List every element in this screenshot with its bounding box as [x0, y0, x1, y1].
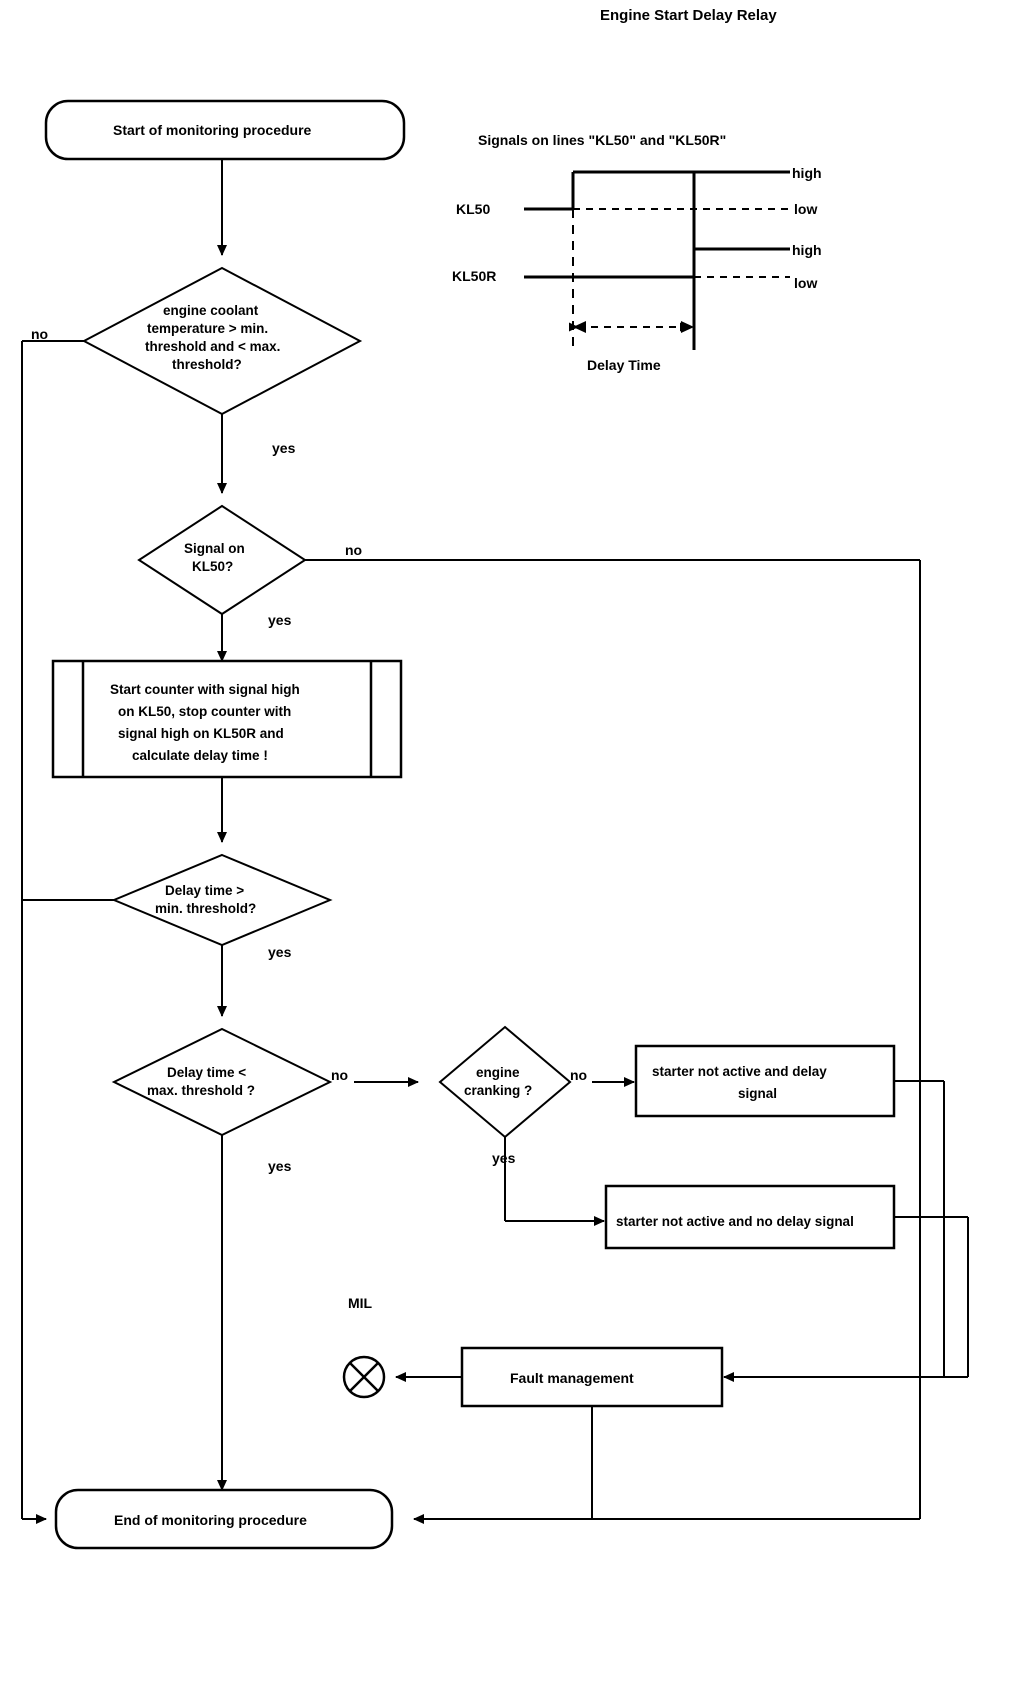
start-terminator — [44, 99, 406, 161]
fault-management-label: Fault management — [510, 1370, 634, 1386]
timing-delay-label: Delay Time — [587, 357, 661, 373]
decision-cranking-line1: engine — [476, 1065, 520, 1080]
box-starter-not-active-no-delay-signal — [604, 1184, 896, 1250]
process-start-counter — [51, 659, 403, 779]
page-title: Engine Start Delay Relay — [600, 7, 777, 24]
timing-kl50r-low-label: low — [794, 275, 817, 291]
edge-label-cranking-yes: yes — [492, 1150, 516, 1166]
edge-label-kl50-no: no — [345, 542, 362, 558]
box-nodelay-label: starter not active and no delay signal — [616, 1214, 854, 1229]
decision-delaymax-line1: Delay time < — [167, 1065, 246, 1080]
decision-delaymin-line1: Delay time > — [165, 883, 244, 898]
end-terminator-label: End of monitoring procedure — [114, 1512, 307, 1528]
decision-coolant-line1: engine coolant — [163, 303, 259, 318]
decision-engine-cranking — [438, 1025, 572, 1139]
timing-kl50r-label: KL50R — [452, 268, 496, 284]
timing-kl50-high-label: high — [792, 165, 822, 181]
edge-label-delaymax-yes: yes — [268, 1158, 292, 1174]
decision-delay-min-threshold — [111, 853, 333, 947]
edge-label-delaymax-no: no — [331, 1067, 348, 1083]
process-line1: Start counter with signal high — [110, 682, 300, 697]
process-line4: calculate delay time ! — [132, 748, 268, 763]
timing-kl50-low-label: low — [794, 201, 817, 217]
decision-delaymax-line2: max. threshold ? — [147, 1083, 255, 1098]
decision-delaymin-line2: min. threshold? — [155, 901, 256, 916]
decision-coolant-line3: threshold and < max. — [145, 339, 280, 354]
box-delay-line1: starter not active and delay — [652, 1064, 827, 1079]
timing-caption: Signals on lines "KL50" and "KL50R" — [478, 132, 726, 148]
box-starter-not-active-delay-signal — [634, 1044, 896, 1118]
box-delay-line2: signal — [738, 1086, 777, 1101]
mil-label: MIL — [348, 1295, 373, 1311]
edge-label-delaymin-yes: yes — [268, 944, 292, 960]
edge-label-cranking-no: no — [570, 1067, 587, 1083]
end-terminator — [54, 1488, 394, 1550]
process-line3: signal high on KL50R and — [118, 726, 284, 741]
edge-label-coolant-no: no — [31, 326, 48, 342]
timing-kl50-label: KL50 — [456, 201, 490, 217]
box-fault-management — [460, 1346, 724, 1408]
decision-cranking-line2: cranking ? — [464, 1083, 532, 1098]
decision-coolant-line4: threshold? — [172, 357, 242, 372]
decision-kl50-line2: KL50? — [192, 559, 233, 574]
decision-coolant-line2: temperature > min. — [147, 321, 268, 336]
decision-kl50-line1: Signal on — [184, 541, 245, 556]
edge-label-kl50-yes: yes — [268, 612, 292, 628]
timing-kl50r-high-label: high — [792, 242, 822, 258]
edge-label-coolant-yes: yes — [272, 440, 296, 456]
decision-delay-max-threshold — [111, 1027, 333, 1137]
start-terminator-label: Start of monitoring procedure — [113, 122, 312, 138]
process-line2: on KL50, stop counter with — [118, 704, 291, 719]
